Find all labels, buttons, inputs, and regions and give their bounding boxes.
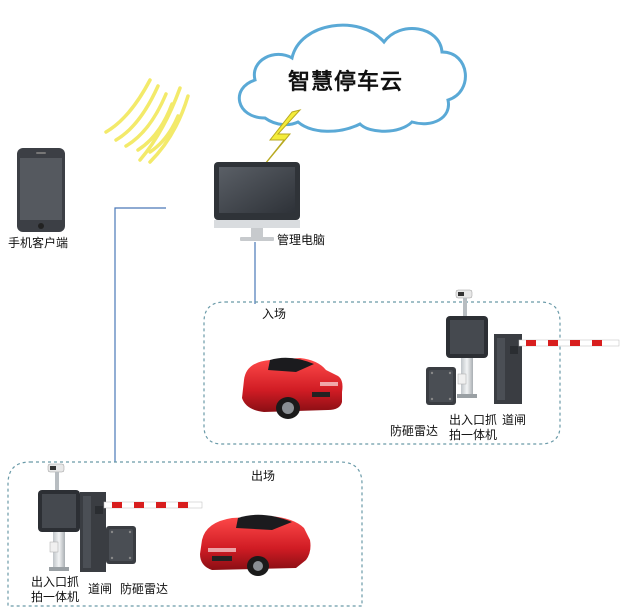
exit-zone-label: 出场 xyxy=(251,469,276,483)
wireless-signal-icon xyxy=(104,78,190,164)
entry-camera-kiosk-icon xyxy=(446,289,488,398)
mobile-phone-icon xyxy=(17,148,65,232)
exit-camera-label-line1: 出入口抓 xyxy=(31,575,80,589)
entry-camera-label-line1: 出入口抓 xyxy=(449,413,498,427)
exit-zone xyxy=(7,461,363,607)
entry-car-icon xyxy=(242,357,343,419)
entry-radar-icon xyxy=(426,367,456,405)
exit-radar-label: 防砸雷达 xyxy=(120,582,169,596)
phone-label: 手机客户端 xyxy=(8,236,69,250)
network-links xyxy=(114,207,256,462)
lightning-icon xyxy=(251,109,302,181)
entry-radar-label: 防砸雷达 xyxy=(390,424,439,438)
monitor-icon xyxy=(214,162,300,241)
cloud-icon xyxy=(237,23,467,133)
entry-barrier-gate-icon xyxy=(494,334,620,404)
exit-car-icon xyxy=(200,514,311,576)
cloud-title: 智慧停车云 xyxy=(288,70,404,95)
exit-barrier-gate-icon xyxy=(80,492,203,572)
entry-gate-label: 道闸 xyxy=(502,413,527,427)
entry-zone xyxy=(203,301,561,445)
pc-label: 管理电脑 xyxy=(277,233,326,247)
exit-gate-label: 道闸 xyxy=(88,582,113,596)
exit-camera-label-line2: 拍一体机 xyxy=(31,590,80,604)
entry-zone-label: 入场 xyxy=(262,307,287,321)
exit-camera-kiosk-icon xyxy=(38,463,80,571)
exit-radar-icon xyxy=(106,526,136,564)
entry-camera-label-line2: 拍一体机 xyxy=(449,428,498,442)
